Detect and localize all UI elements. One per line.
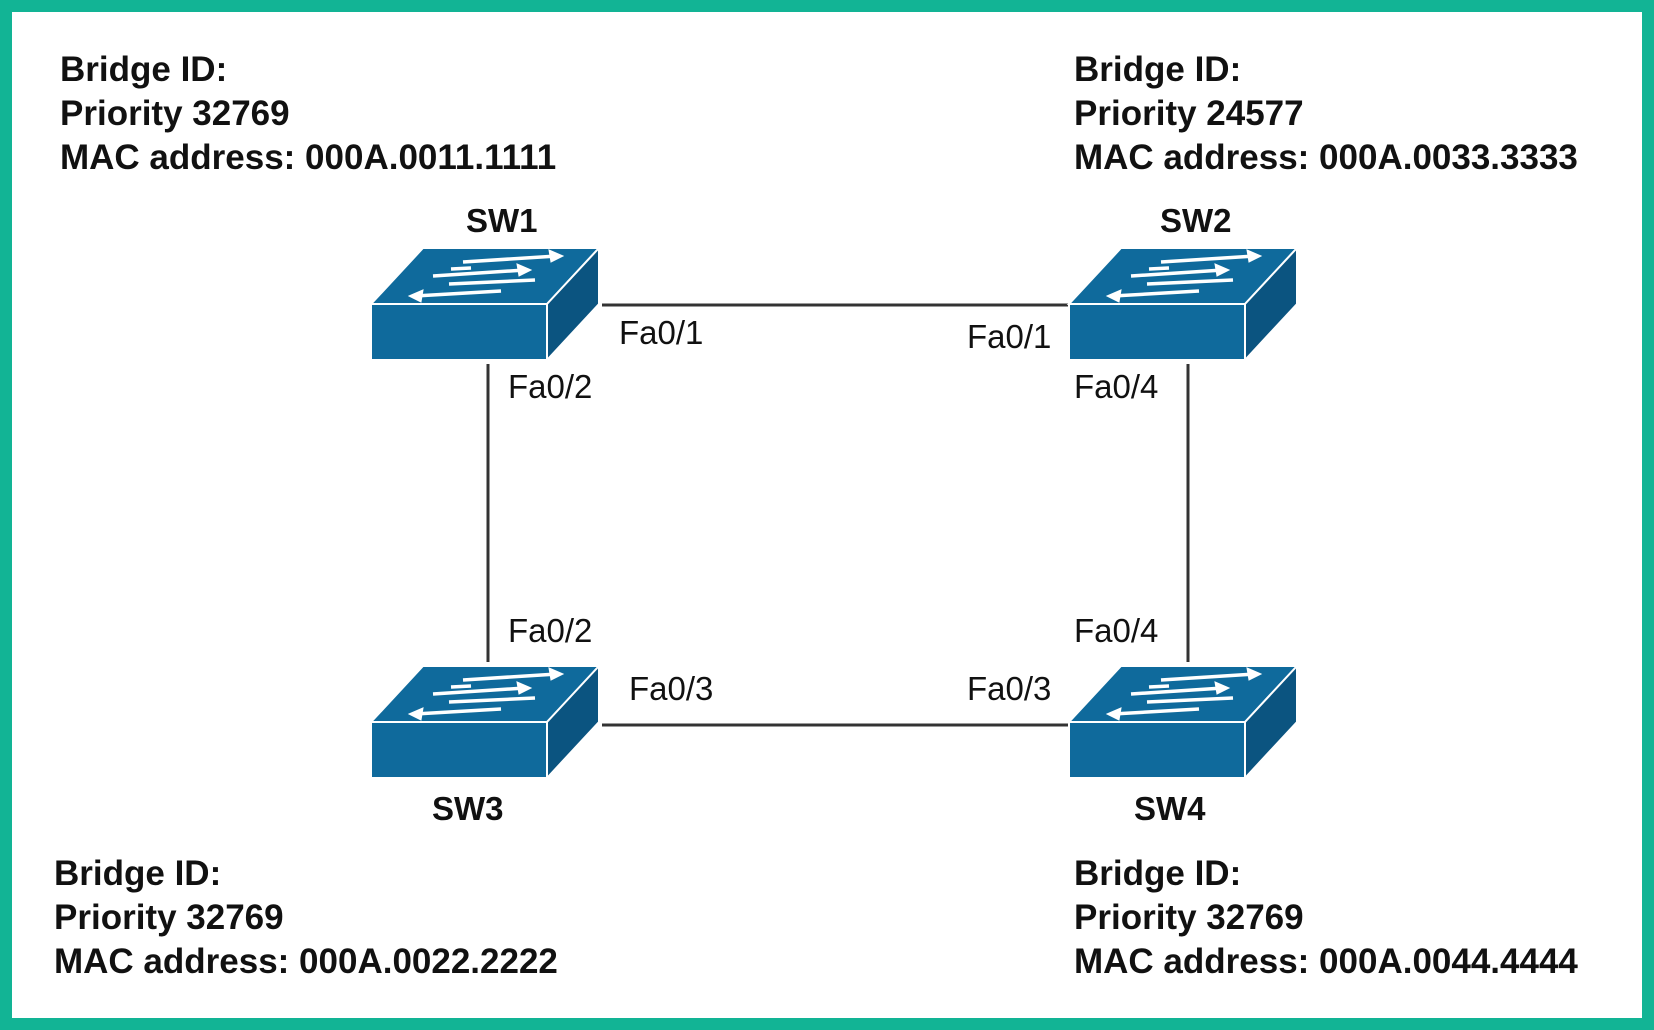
topology-canvas xyxy=(369,246,1299,780)
switch-icon-sw4[interactable] xyxy=(1067,664,1299,780)
port-label-sw1-fa02: Fa0/2 xyxy=(508,368,593,405)
port-label-sw3-fa03: Fa0/3 xyxy=(629,670,714,707)
port-label-sw4-fa03: Fa0/3 xyxy=(967,670,1052,707)
bridge-id-label: Bridge ID: xyxy=(1074,854,1242,893)
bridge-info-sw2: Bridge ID: Priority 24577 MAC address: 0… xyxy=(1074,48,1578,180)
port-label-sw1-fa01: Fa0/1 xyxy=(619,314,704,351)
switch-name-sw2: SW2 xyxy=(1160,202,1232,239)
bridge-id-label: Bridge ID: xyxy=(54,854,222,893)
switch-icon-sw1[interactable] xyxy=(369,246,601,362)
priority-text: Priority 32769 xyxy=(54,898,284,937)
port-label-sw2-fa04: Fa0/4 xyxy=(1074,368,1159,405)
port-label-sw2-fa01: Fa0/1 xyxy=(967,318,1052,355)
switch-icon-sw2[interactable] xyxy=(1067,246,1299,362)
port-label-sw3-fa02: Fa0/2 xyxy=(508,612,593,649)
port-label-sw4-fa04: Fa0/4 xyxy=(1074,612,1159,649)
priority-text: Priority 32769 xyxy=(60,94,290,133)
bridge-info-sw3: Bridge ID: Priority 32769 MAC address: 0… xyxy=(54,852,558,984)
switch-name-sw1: SW1 xyxy=(466,202,538,239)
bridge-id-label: Bridge ID: xyxy=(1074,50,1242,89)
mac-address-text: MAC address: 000A.0022.2222 xyxy=(54,942,558,981)
mac-address-text: MAC address: 000A.0033.3333 xyxy=(1074,138,1578,177)
mac-address-text: MAC address: 000A.0011.1111 xyxy=(60,138,557,177)
mac-address-text: MAC address: 000A.0044.4444 xyxy=(1074,942,1578,981)
bridge-info-sw1: Bridge ID: Priority 32769 MAC address: 0… xyxy=(60,48,556,180)
priority-text: Priority 24577 xyxy=(1074,94,1304,133)
priority-text: Priority 32769 xyxy=(1074,898,1304,937)
switch-name-sw3: SW3 xyxy=(432,790,504,827)
bridge-id-label: Bridge ID: xyxy=(60,50,228,89)
bridge-info-sw4: Bridge ID: Priority 32769 MAC address: 0… xyxy=(1074,852,1578,984)
switch-icon-sw3[interactable] xyxy=(369,664,601,780)
switch-name-sw4: SW4 xyxy=(1134,790,1206,827)
